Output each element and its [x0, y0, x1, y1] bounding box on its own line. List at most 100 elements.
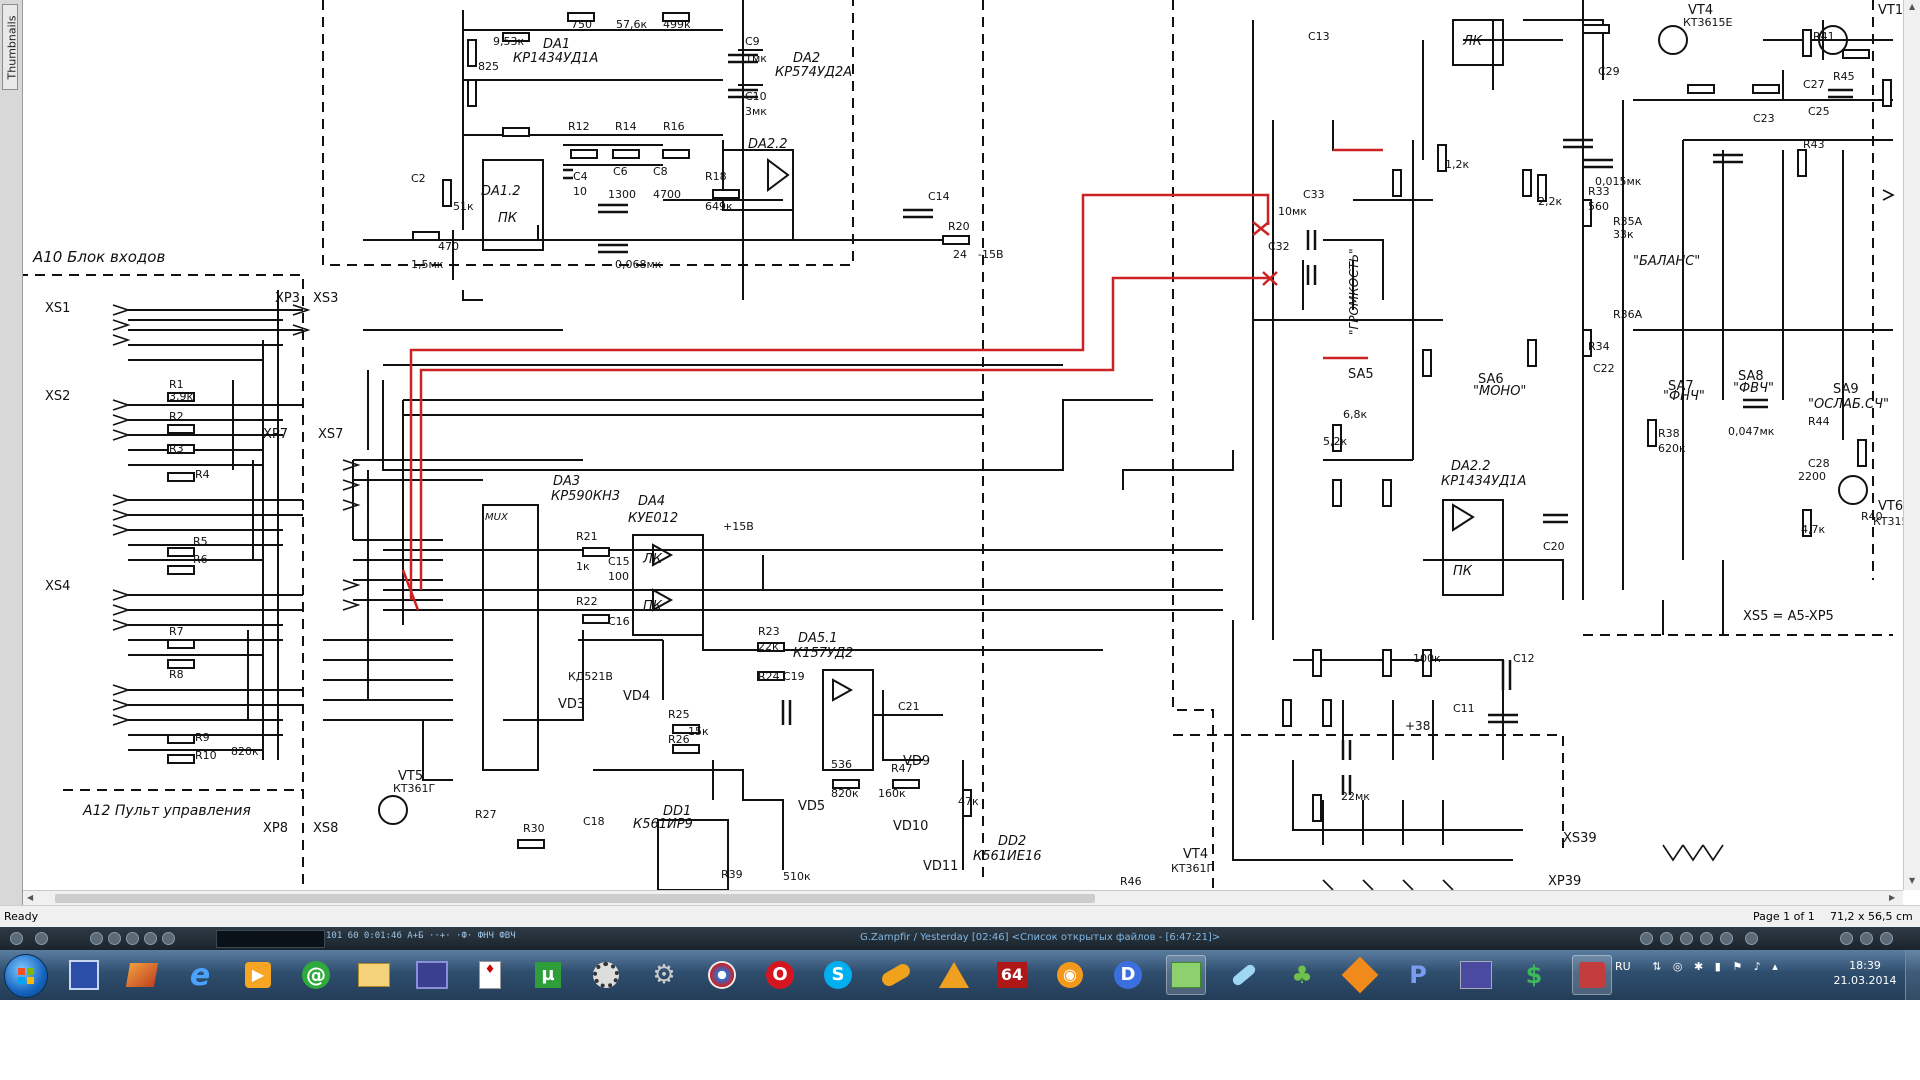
scroll-right-icon[interactable]: ▶ [1889, 893, 1896, 902]
value-2200: 2200 [1798, 470, 1826, 483]
video-icon[interactable] [412, 955, 452, 995]
player-menu-icon[interactable] [10, 932, 23, 945]
thumbnails-tab[interactable]: Thumbnails [2, 4, 19, 90]
mail-icon[interactable]: @ [296, 955, 336, 995]
sa9-label: SA9 [1833, 382, 1859, 397]
xs3-label: XS3 [313, 291, 338, 306]
r22-label: R22 [576, 595, 598, 608]
update-icon[interactable]: ✱ [1694, 960, 1704, 973]
xs7-label: XS7 [318, 427, 343, 442]
rss-icon[interactable]: ◉ [1050, 955, 1090, 995]
flag-icon[interactable]: ⚑ [1732, 960, 1743, 973]
vd3-label: VD3 [558, 697, 585, 712]
value-510k: 510к [783, 870, 811, 883]
network-icon[interactable]: ⇅ [1652, 960, 1662, 973]
sa8-label: SA8 [1738, 369, 1764, 384]
c29-label: C29 [1598, 65, 1620, 78]
d-icon[interactable]: D [1108, 955, 1148, 995]
tray-expand-icon[interactable]: ▴ [1772, 960, 1778, 973]
horizontal-scrollbar[interactable]: ◀ ▶ [23, 890, 1903, 906]
vt6-part-label: КТ315Е [1873, 515, 1903, 528]
player-minimize-icon[interactable] [1840, 932, 1853, 945]
sixtyfour-icon[interactable]: 64 [992, 955, 1032, 995]
player-track-title[interactable]: G.Zampfir / Yesterday [02:46] <Список от… [860, 932, 1221, 943]
player-pause-icon[interactable] [126, 932, 139, 945]
disc-icon[interactable] [702, 955, 742, 995]
antivirus-icon[interactable]: ◎ [1672, 960, 1683, 973]
folder-icon[interactable] [1166, 955, 1206, 995]
c20-label: C20 [1543, 540, 1565, 553]
clock[interactable]: 18:39 21.03.2014 [1830, 958, 1900, 988]
da1-label: DA1 [543, 37, 570, 52]
scroll-up-icon[interactable]: ▲ [1909, 2, 1916, 11]
value-r7: 9,53к [493, 35, 524, 48]
player-prev-icon[interactable] [90, 932, 103, 945]
value-536: 536 [831, 758, 852, 771]
plant-icon[interactable]: ♣ [1291, 961, 1313, 989]
player-repeat-icon[interactable] [1720, 932, 1733, 945]
horizontal-scroll-thumb[interactable] [55, 894, 1095, 903]
value-750-top: 750 [571, 18, 592, 31]
value-820k-b: 820к [831, 787, 859, 800]
value-160k: 160к [878, 787, 906, 800]
dollar-icon[interactable]: $ [1525, 961, 1543, 989]
player-playlist-icon[interactable] [1660, 932, 1673, 945]
value-2-2k: 2,2к [1538, 195, 1562, 208]
power-icon[interactable]: ▮ [1714, 960, 1721, 973]
player-next-icon[interactable] [162, 932, 175, 945]
player-close-icon[interactable] [1880, 932, 1893, 945]
scroll-left-icon[interactable]: ◀ [27, 893, 34, 902]
top-lk-label: ЛК [1462, 34, 1483, 49]
document-canvas[interactable]: А10 Блок входов А12 Пульт управления КР1… [23, 0, 1903, 890]
c4-label: C4 [573, 170, 588, 183]
r25-label: R25 [668, 708, 690, 721]
media-player-bar: 101 60 0:01:46 А+Б ··+· ·Ф· ФНЧ ФВЧ G.Za… [0, 927, 1920, 950]
r20-label: R20 [948, 220, 970, 233]
player-shuffle-icon[interactable] [1700, 932, 1713, 945]
page-indicator: Page 1 of 1 [1753, 910, 1815, 923]
pencil-icon[interactable] [1456, 955, 1496, 995]
tool-icon[interactable] [1572, 955, 1612, 995]
show-desktop-button[interactable] [1905, 950, 1920, 1000]
player-rewind-icon[interactable] [1640, 932, 1653, 945]
paint-icon[interactable] [122, 955, 162, 995]
reel-icon[interactable] [586, 955, 626, 995]
box-icon[interactable] [1340, 955, 1380, 995]
ie-icon[interactable]: e [189, 957, 211, 993]
player-stop-icon[interactable] [144, 932, 157, 945]
skype-icon[interactable]: S [818, 955, 858, 995]
pinup-icon[interactable]: P [1409, 961, 1427, 989]
player-play-icon[interactable] [108, 932, 121, 945]
scroll-down-icon[interactable]: ▼ [1909, 876, 1916, 885]
language-indicator[interactable]: RU [1615, 960, 1631, 973]
r43-label: R43 [1803, 138, 1825, 151]
media-icon[interactable]: ▶ [238, 955, 278, 995]
cards-icon[interactable]: ♦ [470, 955, 510, 995]
opera-icon[interactable]: O [760, 955, 800, 995]
aimp-icon[interactable] [934, 955, 974, 995]
feather-icon[interactable] [1224, 955, 1264, 995]
start-button[interactable] [4, 954, 48, 998]
da5-part-label: К157УД2 [793, 646, 853, 661]
block-a12-label: А12 Пульт управления [82, 803, 251, 819]
player-eq-icon[interactable] [35, 932, 48, 945]
value-15k: 15к [688, 725, 709, 738]
player-volume-icon[interactable] [1745, 932, 1758, 945]
sa5-label: SA5 [1348, 367, 1374, 382]
c22-label: C22 [1593, 362, 1615, 375]
xs39-label: XS39 [1563, 831, 1597, 846]
settings-icon[interactable]: ⚙ [652, 960, 676, 990]
value-33k: 33к [1613, 228, 1634, 241]
phone-icon[interactable] [876, 955, 916, 995]
speaker-icon[interactable]: ♪ [1753, 960, 1761, 973]
djvu-viewer-window: Thumbnails [0, 0, 1920, 950]
save-icon[interactable] [64, 955, 104, 995]
player-info: 101 60 0:01:46 А+Б ··+· ·Ф· ФНЧ ФВЧ [326, 931, 516, 941]
da4-lk-label: ЛК [642, 552, 663, 567]
utorrent-icon[interactable]: µ [528, 955, 568, 995]
player-restore-icon[interactable] [1860, 932, 1873, 945]
vertical-scrollbar[interactable]: ▲ ▼ [1903, 0, 1920, 890]
xs1-label: XS1 [45, 301, 70, 316]
explorer-icon[interactable] [354, 955, 394, 995]
player-forward-icon[interactable] [1680, 932, 1693, 945]
